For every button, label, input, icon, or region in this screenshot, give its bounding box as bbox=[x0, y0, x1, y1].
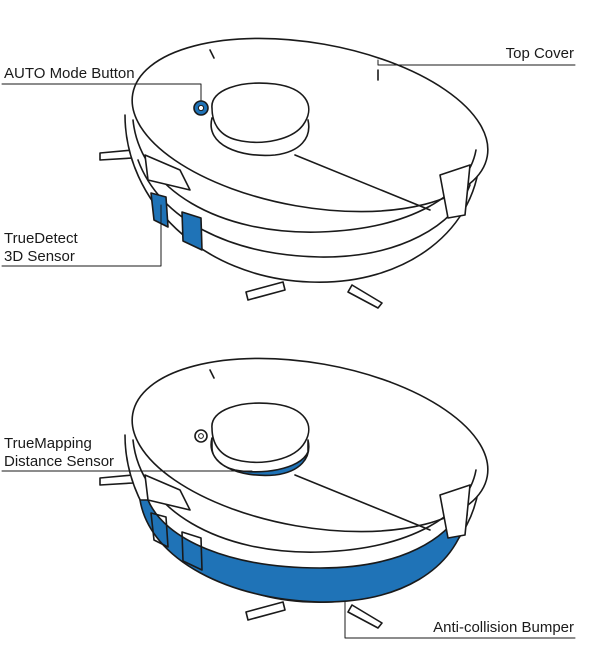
leader-top-cover bbox=[377, 59, 576, 66]
label-truemapping-line2: Distance Sensor bbox=[4, 453, 115, 470]
robot-bottom-view bbox=[99, 357, 489, 629]
truedetect-sensor-window-1 bbox=[150, 192, 169, 228]
side-brush-bottom-right-2 bbox=[347, 604, 383, 629]
label-auto-mode-button: AUTO Mode Button bbox=[4, 65, 135, 82]
leader-auto-button bbox=[1, 83, 202, 102]
seam-line-top bbox=[294, 154, 431, 211]
side-brush-bottom-left bbox=[245, 281, 286, 301]
truedetect-sensor-window-2 bbox=[181, 211, 203, 251]
lidar-turret-top bbox=[211, 82, 310, 144]
label-truedetect-line2: 3D Sensor bbox=[4, 248, 75, 265]
label-truedetect-line1: TrueDetect bbox=[4, 230, 78, 247]
leader-truedetect bbox=[1, 204, 162, 267]
side-brush-bottom-right bbox=[347, 284, 383, 309]
label-anti-collision-bumper: Anti-collision Bumper bbox=[433, 619, 574, 636]
side-brush-left-2 bbox=[99, 474, 134, 486]
side-brush-left bbox=[99, 149, 134, 161]
side-brush-bottom-left-2 bbox=[245, 601, 286, 621]
top-cover-surface bbox=[131, 37, 489, 213]
leader-bumper bbox=[344, 601, 576, 639]
label-top-cover: Top Cover bbox=[505, 45, 574, 62]
lower-rim bbox=[137, 159, 471, 258]
truemapping-sensor-band bbox=[210, 437, 310, 477]
robot-top-view bbox=[99, 37, 489, 309]
label-truemapping-line1: TrueMapping bbox=[4, 435, 92, 452]
